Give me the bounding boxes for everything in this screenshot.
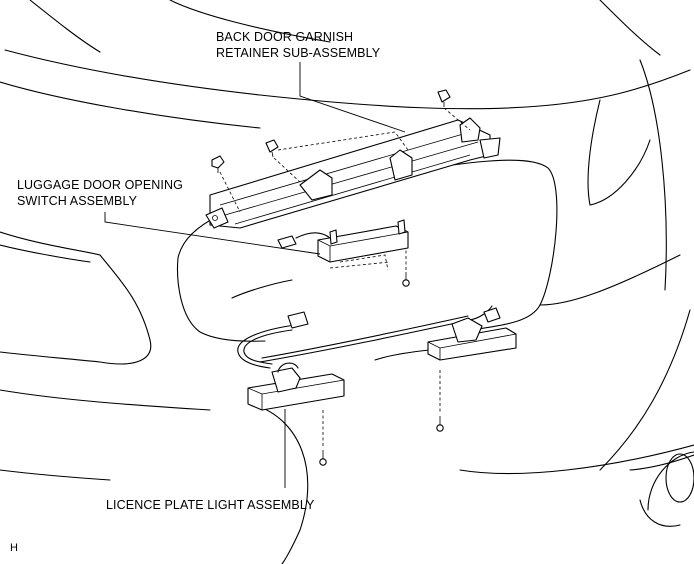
luggage-door-opening-switch bbox=[277, 219, 409, 263]
back-door-garnish-retainer bbox=[205, 117, 501, 229]
corner-code-label: H bbox=[10, 542, 19, 554]
back-door-garnish-label-line2: RETAINER SUB-ASSEMBLY bbox=[216, 46, 381, 60]
licence-plate-light-right bbox=[427, 317, 517, 361]
installation-dashed-lines bbox=[219, 107, 471, 448]
screw-light-right bbox=[436, 416, 444, 432]
screw-light-left bbox=[319, 450, 327, 466]
luggage-switch-label-line2: SWITCH ASSEMBLY bbox=[17, 194, 138, 208]
licence-plate-light-left bbox=[247, 362, 345, 411]
licence-plate-light-label: LICENCE PLATE LIGHT ASSEMBLY bbox=[106, 498, 315, 512]
clip-fastener-right bbox=[437, 89, 451, 107]
leader-lines bbox=[104, 62, 406, 488]
clip-fastener-center bbox=[265, 139, 279, 158]
licence-plate-light-harness bbox=[237, 305, 501, 369]
back-door-garnish-label-line1: BACK DOOR GARNISH bbox=[216, 30, 354, 44]
luggage-switch-label-line1: LUGGAGE DOOR OPENING bbox=[17, 178, 183, 192]
screw-switch bbox=[402, 272, 410, 287]
clip-fastener-left bbox=[211, 155, 225, 173]
